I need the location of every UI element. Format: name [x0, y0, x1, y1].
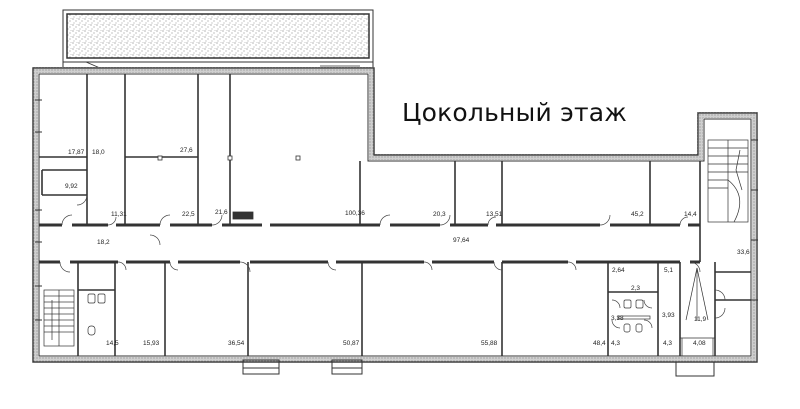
- room-area-label: 20,3: [433, 211, 446, 218]
- room-area-label: 100,36: [345, 210, 365, 217]
- lower-doors: [59, 261, 726, 329]
- room-area-label: 15,93: [143, 340, 160, 347]
- room-area-label: 11,31: [111, 211, 127, 218]
- room-area-label: 18,2: [97, 239, 110, 246]
- room-area-label: 3,93: [662, 312, 675, 319]
- upper-doors: [61, 194, 689, 246]
- room-area-label: 45,2: [631, 211, 644, 218]
- room-area-label: 55,88: [481, 340, 498, 347]
- columns: [157, 155, 301, 220]
- floor-title: Цокольный этаж: [402, 98, 628, 127]
- room-area-label: 3,38: [611, 315, 624, 322]
- room-area-label: 9,92: [65, 183, 78, 190]
- room-area-label: 21,6: [215, 209, 228, 216]
- room-area-label: 13,51: [486, 211, 503, 218]
- left-wall-marks: [35, 99, 758, 321]
- room-area-label: 22,5: [182, 211, 195, 218]
- room-area-label: 97,64: [453, 237, 470, 244]
- room-area-label: 2,64: [612, 267, 625, 274]
- corridor-walls: [39, 223, 700, 264]
- window-pits: [242, 359, 715, 377]
- room-area-label: 50,87: [343, 340, 360, 347]
- corridor-door-gaps: [60, 223, 690, 264]
- terrace: [62, 9, 374, 70]
- room-area-label: 17,87: [68, 149, 85, 156]
- room-area-label: 4,08: [693, 340, 706, 347]
- left-staircase: [43, 289, 75, 347]
- room-area-label: 11,9: [694, 316, 707, 323]
- room-area-label: 14,4: [684, 211, 697, 218]
- room-area-label: 48,4: [593, 340, 606, 347]
- room-area-label: 4,3: [663, 340, 673, 347]
- room-area-label: 4,3: [611, 340, 621, 347]
- entrance-ramp: [680, 267, 715, 356]
- room-area-label: 5,1: [664, 267, 674, 274]
- lower-partitions: [77, 262, 751, 356]
- room-area-label: 18,0: [92, 149, 105, 156]
- toilet-fixtures: [87, 293, 651, 336]
- room-area-label: 33,6: [737, 249, 750, 256]
- room-area-label: 2,3: [631, 285, 641, 292]
- right-staircase: [707, 139, 749, 223]
- room-area-label: 36,54: [228, 340, 245, 347]
- room-area-label: 27,6: [180, 147, 193, 154]
- room-area-label: 14,5: [106, 340, 119, 347]
